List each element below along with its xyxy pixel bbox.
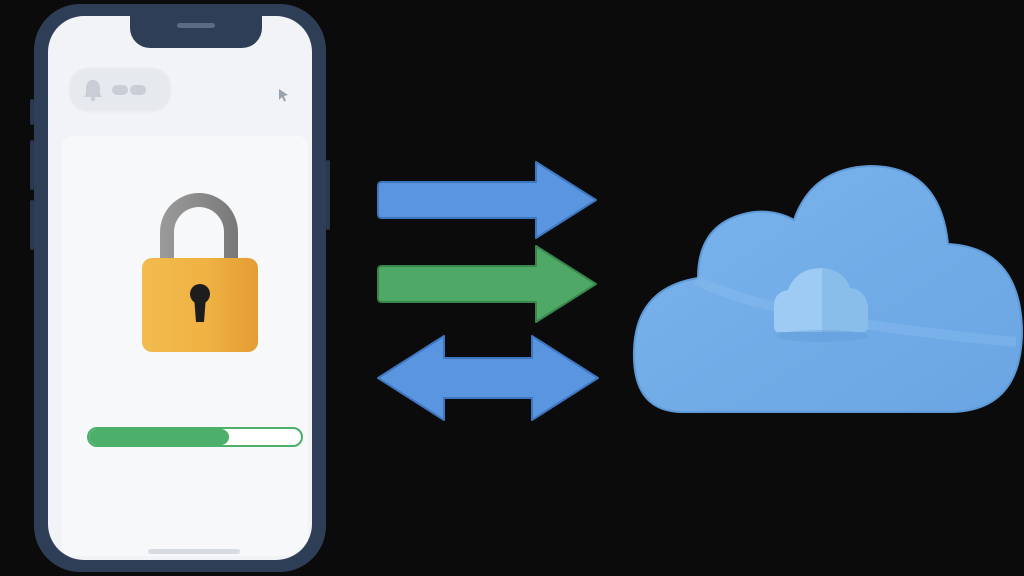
bell-icon — [84, 80, 102, 102]
arrow-double-icon — [377, 335, 599, 421]
phone-notch — [130, 16, 262, 48]
upload-progress-bar — [87, 427, 303, 447]
arrow-right-icon — [377, 161, 597, 239]
arrow-right-green-icon — [377, 245, 597, 323]
phone-screen — [48, 16, 312, 560]
phone-device — [30, 4, 330, 572]
security-card — [62, 136, 308, 556]
lock-icon — [142, 193, 258, 352]
phone-side-button-left-2 — [30, 140, 34, 190]
phone-side-button-right — [326, 160, 330, 230]
phone-speaker — [177, 23, 215, 28]
phone-side-button-left-1 — [30, 99, 34, 125]
dots-icon — [112, 85, 146, 95]
cloud-icon — [632, 164, 1024, 413]
notification-pill[interactable] — [70, 68, 170, 110]
upload-progress-fill — [89, 429, 229, 445]
cursor-icon — [279, 89, 288, 102]
home-indicator — [148, 549, 240, 554]
phone-side-button-left-3 — [30, 200, 34, 250]
